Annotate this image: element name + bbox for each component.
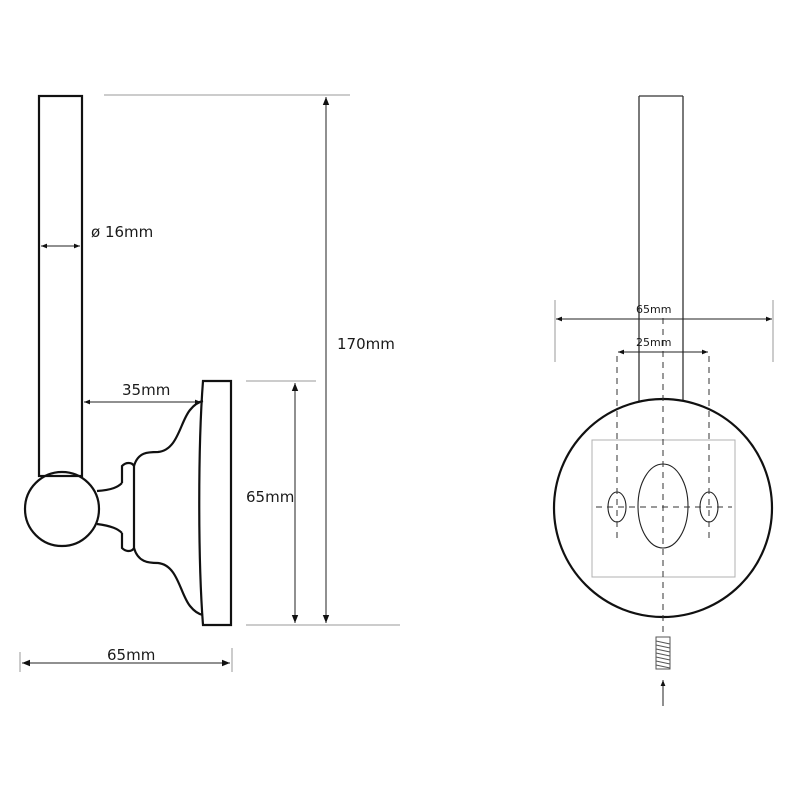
diameter-label: ø 16mm	[91, 223, 153, 241]
plate-height-label: 65mm	[246, 488, 294, 506]
rod-outline	[37, 94, 84, 478]
rod-ball	[23, 470, 101, 548]
bracket-collar	[120, 461, 136, 553]
offset-label: 35mm	[122, 381, 170, 399]
front-view: 65mm 25mm	[552, 95, 774, 706]
side-view: ø 16mm 170mm 35mm 65mm 65mm	[19, 94, 400, 672]
height-label: 170mm	[337, 335, 395, 353]
hole-spacing-label: 25mm	[636, 336, 671, 349]
depth-label: 65mm	[107, 646, 155, 664]
plate-width-label: 65mm	[636, 303, 671, 316]
bracket-neck	[96, 482, 123, 534]
bracket-body	[132, 399, 204, 617]
wall-plate	[198, 379, 233, 627]
grub-screw	[655, 636, 671, 670]
